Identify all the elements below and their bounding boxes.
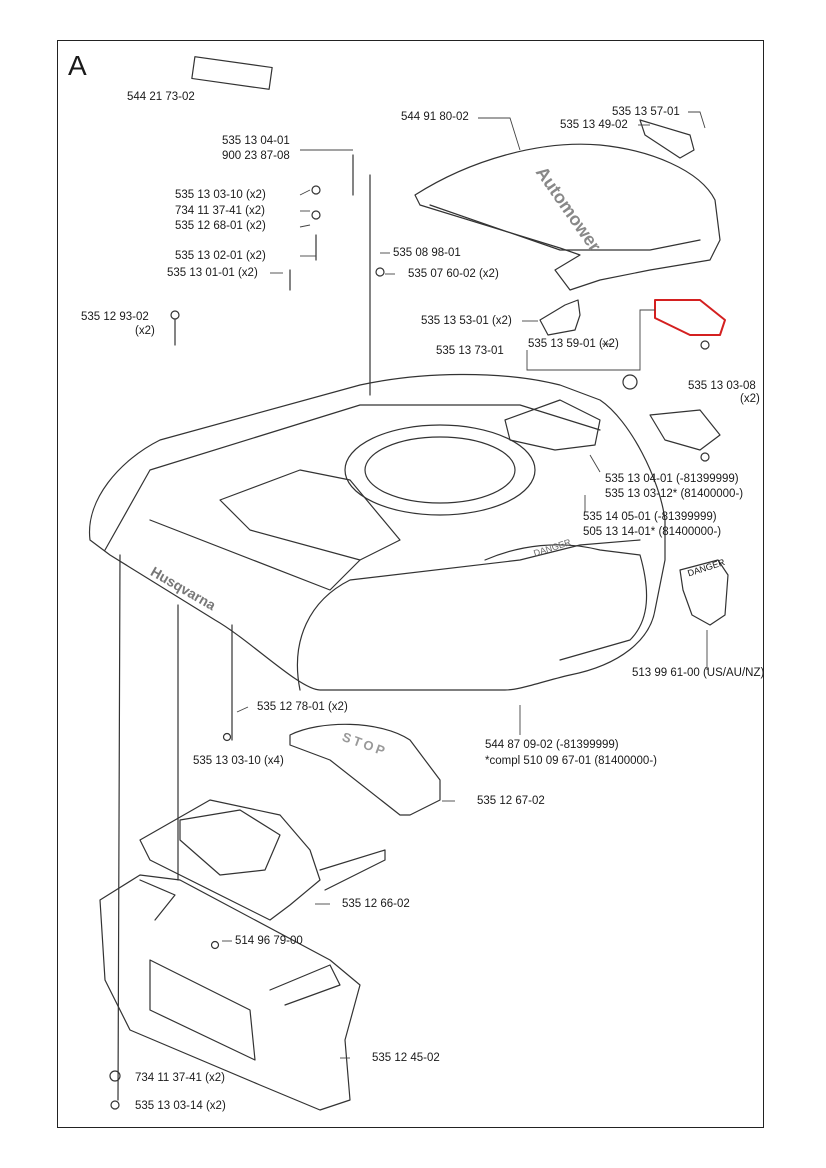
front-bumper (99, 874, 361, 1111)
part-label-535-13-04-01: 535 13 04-01 (222, 135, 290, 147)
part-label-535-13-03-10-x4: 535 13 03-10 (x4) (193, 755, 284, 767)
part-label-535-13-03-10-x2: 535 13 03-10 (x2) (175, 189, 266, 201)
danger-label (679, 559, 729, 626)
part-label-513-99-61-00: 513 99 61-00 (US/AU/NZ) (632, 667, 765, 679)
part-label-535-13-03-08: 535 13 03-08 (688, 380, 756, 392)
part-label-544-91-80-02: 544 91 80-02 (401, 111, 469, 123)
part-label-505-13-14-01: 505 13 14-01* (81400000-) (583, 526, 722, 538)
cover-handle (639, 119, 695, 159)
part-label-535-13-73-01: 535 13 73-01 (436, 345, 504, 357)
section-letter: A (68, 50, 87, 81)
display-panel (139, 799, 321, 921)
top-cover (414, 143, 721, 291)
part-label-535-13-53-01: 535 13 53-01 (x2) (421, 315, 512, 327)
part-label-535-12-93-02: 535 12 93-02 (81, 311, 149, 323)
part-label-544-21-73-02: 544 21 73-02 (127, 91, 195, 103)
grid-plate (649, 409, 721, 451)
part-label-535-14-05-01: 535 14 05-01 (-81399999) (583, 511, 717, 523)
part-label-734-11-37-41-x2: 734 11 37-41 (x2) (175, 205, 265, 217)
part-label-535-13-04-01-range: 535 13 04-01 (-81399999) (605, 473, 739, 485)
warning-decal-strip (191, 56, 273, 90)
part-label-535-08-98-01: 535 08 98-01 (393, 247, 461, 259)
part-label-535-13-57-01: 535 13 57-01 (612, 106, 680, 118)
part-label-535-13-03-14: 535 13 03-14 (x2) (135, 1100, 226, 1112)
part-label-535-13-02-01: 535 13 02-01 (x2) (175, 250, 266, 262)
part-label-544-87-09-02: 544 87 09-02 (-81399999) (485, 739, 619, 751)
part-label-535-13-59-01: 535 13 59-01 (x2) (528, 338, 619, 350)
part-label-535-07-60-02: 535 07 60-02 (x2) (408, 268, 499, 280)
part-label-734-11-37-41-bottom: 734 11 37-41 (x2) (135, 1072, 225, 1084)
part-label-535-12-45-02: 535 12 45-02 (372, 1052, 440, 1064)
part-label-510-09-67-01: *compl 510 09 67-01 (81400000-) (485, 755, 657, 767)
stop-cover (289, 723, 441, 816)
part-label-900-23-87-08: 900 23 87-08 (222, 150, 290, 162)
part-label-535-12-67-02: 535 12 67-02 (477, 795, 545, 807)
part-label-535-13-01-01: 535 13 01-01 (x2) (167, 267, 258, 279)
part-label-535-13-03-08-qty: (x2) (740, 393, 760, 405)
part-label-535-12-66-02: 535 12 66-02 (342, 898, 410, 910)
diagram-frame (57, 40, 764, 1128)
hinge-bracket (539, 299, 581, 336)
part-label-535-13-03-12: 535 13 03-12* (81400000-) (605, 488, 744, 500)
part-label-535-12-93-02-qty: (x2) (135, 325, 155, 337)
part-label-535-13-49-02: 535 13 49-02 (560, 119, 628, 131)
part-label-514-96-79-00: 514 96 79-00 (235, 935, 303, 947)
part-label-535-12-78-01: 535 12 78-01 (x2) (257, 701, 348, 713)
main-body-shell (88, 373, 666, 691)
part-label-535-12-68-01: 535 12 68-01 (x2) (175, 220, 266, 232)
